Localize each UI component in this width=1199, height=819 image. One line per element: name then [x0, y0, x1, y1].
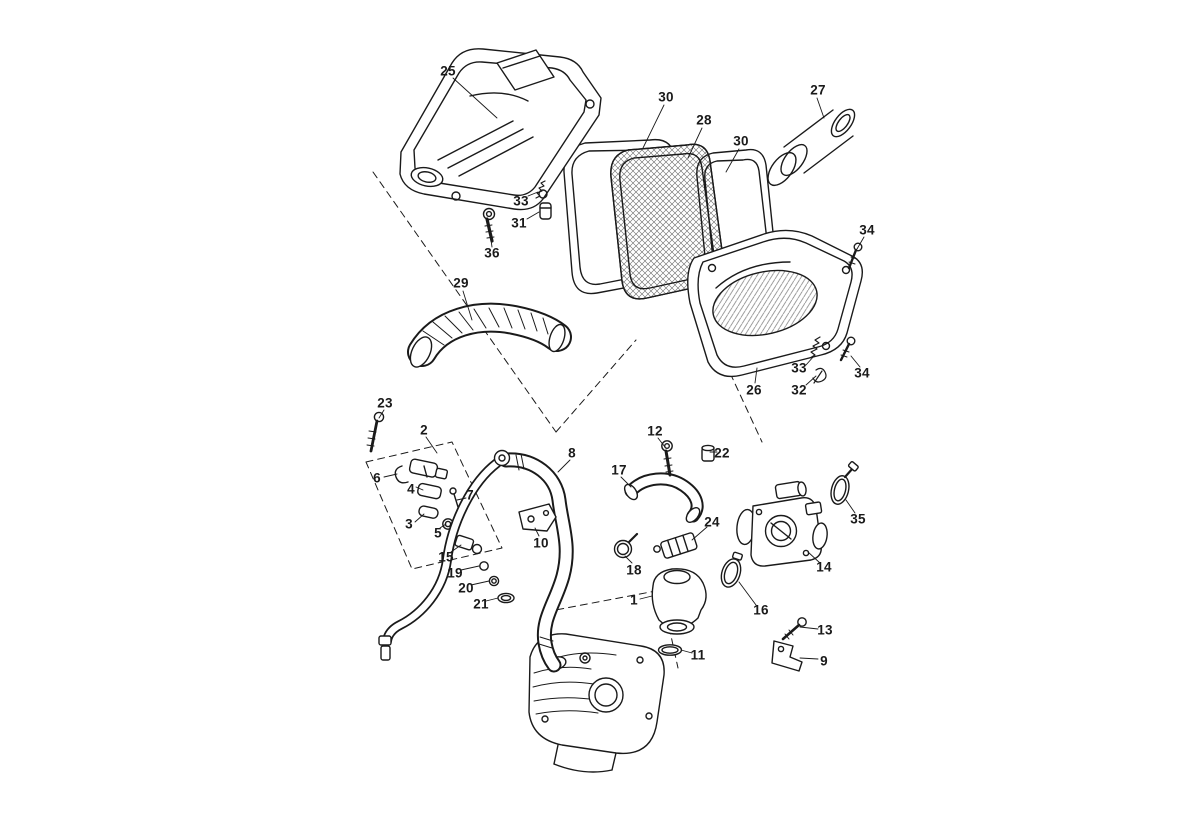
bolt-12 [661, 440, 674, 477]
intake-duct-27 [767, 108, 856, 187]
engine-cylinder-head [528, 633, 665, 773]
air-cleaner-case [399, 48, 602, 211]
intake-joint-1 [651, 568, 707, 635]
clamp-18 [613, 532, 639, 559]
air-cleaner-cover [687, 229, 864, 378]
clamp-16 [720, 551, 743, 588]
cap-22 [701, 444, 715, 462]
o-ring-11 [657, 644, 683, 656]
bracket-9 [771, 640, 803, 672]
clamp-35 [830, 461, 859, 505]
screw-34-lower [839, 336, 856, 362]
callout-leader-lines [378, 77, 865, 660]
intake-hose-29 [407, 302, 572, 368]
bolt-36 [482, 207, 496, 243]
fuel-hose-8 [378, 449, 574, 673]
bolt-13 [781, 617, 807, 641]
bracket-10 [518, 503, 557, 532]
pin-32 [812, 367, 827, 384]
fuel-injector-assembly [366, 411, 515, 604]
throttle-body-14 [736, 480, 828, 567]
plug-31 [539, 202, 552, 220]
bracket-24 [653, 532, 698, 559]
spring-33-lower [809, 336, 821, 359]
spring-33-upper [535, 180, 546, 199]
breather-hose-17 [623, 472, 704, 523]
